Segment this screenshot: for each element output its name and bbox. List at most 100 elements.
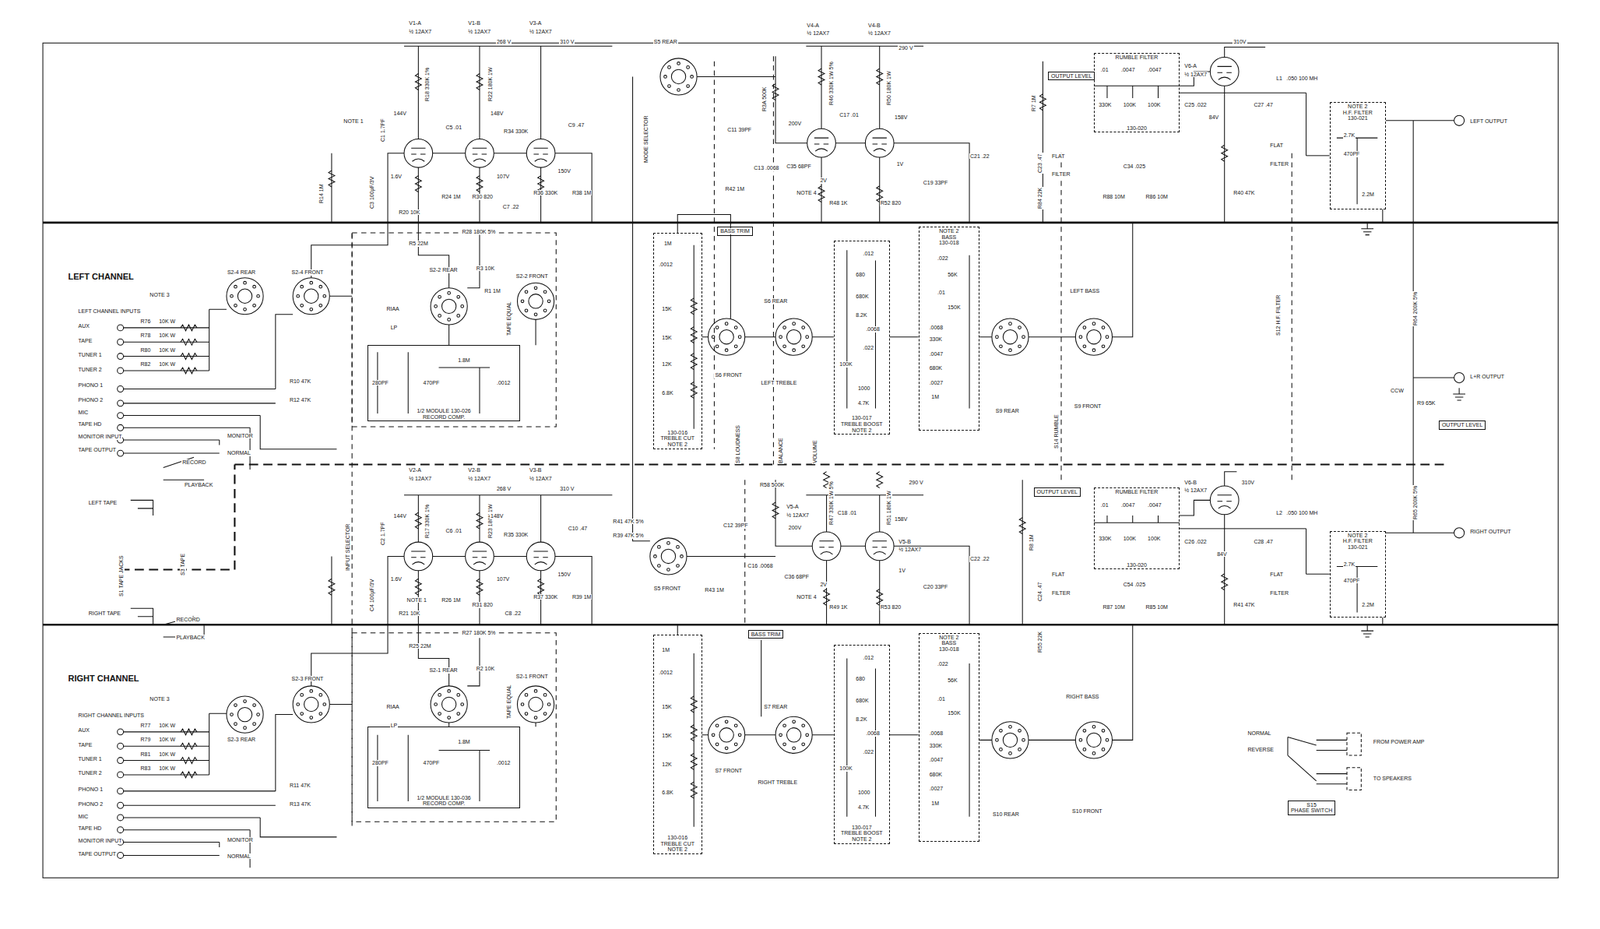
component-label: RECORD: [175, 616, 201, 623]
component-label: 2.2M: [1360, 191, 1375, 198]
component-label: C6 .01: [444, 527, 463, 535]
component-symbol: [772, 502, 779, 519]
component-label: 100K: [1146, 101, 1161, 109]
component-label: 680K: [854, 697, 869, 704]
component-symbol: [650, 538, 687, 575]
component-label: 1M: [661, 647, 671, 654]
component-symbol: [117, 814, 124, 821]
component-label: R20 10K: [397, 209, 421, 216]
component-label: MODE SELECTOR: [643, 114, 650, 164]
boxed-label: OUTPUT LEVEL: [1438, 420, 1486, 430]
component-label: R11 47K: [288, 782, 312, 789]
component-label: RECORD: [181, 459, 207, 466]
component-symbol: [180, 742, 197, 750]
component-label: VOLUME: [812, 439, 819, 465]
component-label: 310 V: [559, 38, 575, 46]
wire-line: [1287, 736, 1347, 784]
component-label: 56K: [946, 271, 958, 278]
node-text: NOTE 2: [1346, 532, 1368, 539]
component-label: 10K W: [158, 347, 176, 354]
node-text: OUTPUT LEVEL: [1441, 421, 1484, 429]
terminal-circle: [1454, 527, 1465, 539]
component-label: R37 330K: [532, 594, 559, 601]
component-label: 144V: [393, 513, 408, 520]
component-label: 150V: [557, 168, 572, 175]
component-label: L+R OUTPUT: [1469, 373, 1506, 380]
component-label: V5-A: [785, 503, 800, 510]
component-label: R79: [140, 736, 152, 743]
component-label: 144V: [393, 110, 408, 117]
component-label: R51 180K 1W: [886, 489, 893, 526]
component-label: .0068: [865, 730, 881, 737]
module-outline: [42, 42, 1558, 878]
node-text: TREBLE CUT: [659, 840, 696, 848]
component-label: S5 REAR: [653, 38, 679, 46]
component-label: RIGHT TAPE: [87, 610, 122, 617]
component-label: R2 10K: [475, 665, 496, 672]
component-label: C17 .01: [838, 112, 860, 119]
component-symbol: [180, 771, 197, 778]
component-label: 158V: [893, 114, 908, 121]
component-label: 310 V: [559, 485, 575, 493]
component-label: NOTE 3: [148, 291, 170, 299]
boxed-label: OUTPUT LEVEL: [1047, 71, 1095, 81]
component-label: 6.8K: [661, 390, 674, 397]
node-text: 130-021: [1346, 544, 1369, 551]
component-label: C12 39PF: [722, 522, 750, 529]
component-label: RIAA: [385, 703, 400, 711]
component-label: RIGHT CHANNEL INPUTS: [77, 712, 145, 719]
component-label: R3A 500K: [761, 86, 768, 113]
component-symbol: [117, 424, 124, 431]
node-text: 130-018: [938, 239, 960, 247]
component-label: FLAT: [1269, 571, 1284, 578]
component-label: TUNER 1: [77, 756, 103, 763]
wire-line: [42, 222, 1558, 625]
component-label: C18 .01: [836, 509, 859, 517]
component-label: TO SPEAKERS: [1372, 775, 1413, 782]
component-label: V3-A: [528, 20, 543, 27]
component-label: S3 TAPE: [179, 552, 187, 577]
component-symbol: [516, 282, 554, 320]
component-label: 12K: [661, 361, 672, 368]
component-label: R35 330K: [502, 531, 529, 539]
component-symbol: [690, 353, 697, 370]
component-label: TAPE OUTPUT: [77, 850, 117, 858]
component-symbol: [117, 771, 124, 778]
wire-line: [404, 45, 612, 223]
component-label: R53 820: [879, 604, 902, 611]
component-symbol: [180, 367, 197, 374]
component-symbol: [117, 367, 124, 374]
component-label: LP: [390, 722, 399, 729]
component-label: 15K: [661, 703, 672, 711]
component-label: R76: [140, 318, 152, 325]
component-label: 290 V: [897, 45, 914, 52]
component-label: 150K: [946, 304, 961, 311]
component-label: S2-2 REAR: [428, 267, 458, 274]
wire-line: [805, 45, 970, 223]
component-label: .0012: [495, 759, 512, 767]
component-symbol: [708, 318, 746, 356]
component-symbol: [465, 541, 495, 571]
component-symbol: [117, 801, 124, 809]
component-symbol: [1075, 721, 1112, 759]
component-label: 148V: [489, 110, 504, 117]
node-text: H.F. FILTER: [1342, 538, 1374, 545]
component-label: NOTE 4: [795, 594, 817, 601]
component-label: 330K: [928, 336, 943, 343]
wire-line: [632, 56, 813, 556]
component-label: 1V: [896, 161, 905, 168]
component-label: NOTE 1: [342, 118, 364, 125]
component-label: 200V: [787, 524, 802, 531]
component-label: .01: [1100, 502, 1110, 509]
node-text: BASS TRIM: [719, 228, 751, 235]
component-label: TAPE EQUAL: [506, 301, 513, 337]
component-symbol: [476, 578, 483, 595]
component-label: LEFT OUTPUT: [1469, 118, 1509, 125]
component-label: 1M: [930, 393, 940, 401]
component-label: R87 10M: [1101, 604, 1126, 611]
component-symbol: [117, 826, 124, 834]
component-label: R85 10M: [1144, 604, 1168, 611]
component-symbol: [117, 338, 124, 345]
component-label: MONITOR: [226, 432, 254, 440]
component-symbol: [516, 685, 554, 723]
